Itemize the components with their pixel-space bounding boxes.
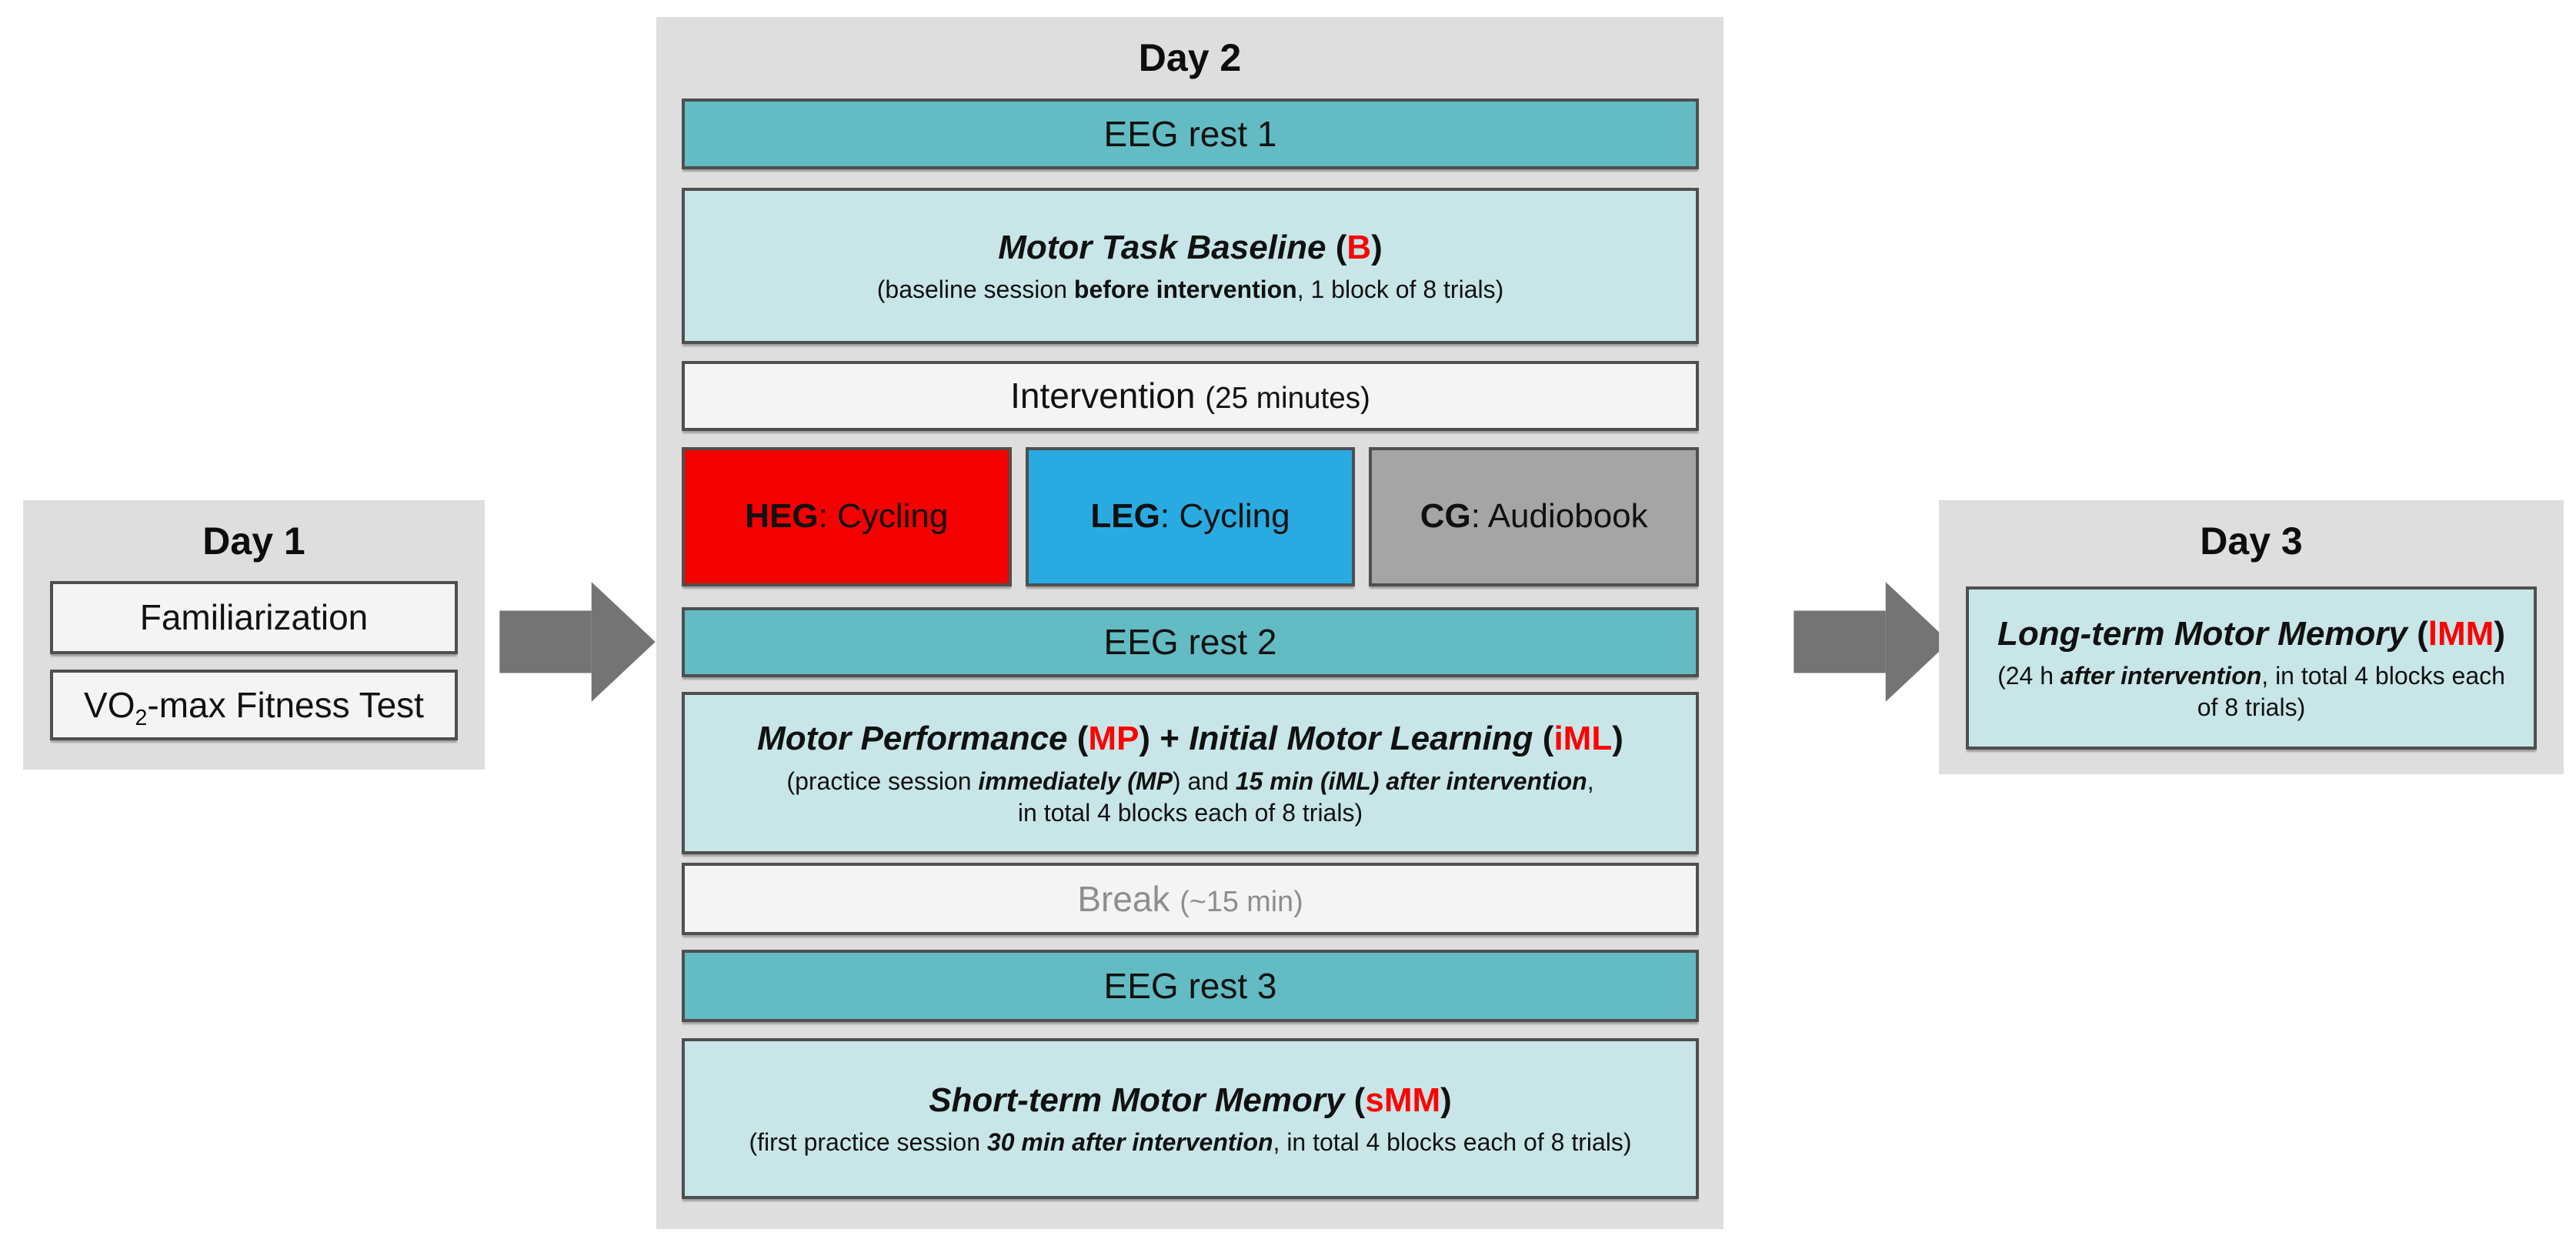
leg-cycling-box: LEG: Cycling	[1025, 447, 1356, 586]
long-term-motor-memory-subtitle-line1: (24 h after intervention, in total 4 blo…	[1997, 662, 2505, 690]
right-arrow-icon	[499, 582, 656, 702]
intervention-box: Intervention (25 minutes)	[682, 361, 1699, 431]
long-term-motor-memory-box: Long-term Motor Memory (lMM) (24 h after…	[1966, 586, 2537, 750]
long-term-motor-memory-subtitle-line2: of 8 trials)	[2197, 693, 2306, 722]
motor-task-baseline-title: Motor Task Baseline (B)	[998, 228, 1383, 266]
long-term-motor-memory-title: Long-term Motor Memory (lMM)	[1997, 614, 2505, 653]
break-box: Break (~15 min)	[682, 863, 1699, 935]
familiarization-box: Familiarization	[50, 581, 458, 654]
day2-panel: Day 2 EEG rest 1 Motor Task Baseline (B)…	[656, 17, 1723, 1229]
vo2max-fitness-test-label: VO2-max Fitness Test	[84, 684, 424, 730]
familiarization-label: Familiarization	[139, 597, 369, 638]
motor-task-baseline-subtitle: (baseline session before intervention, 1…	[876, 276, 1504, 304]
eeg-rest-2-label: EEG rest 2	[1103, 622, 1277, 663]
cg-audiobook-label: CG: Audiobook	[1420, 497, 1648, 536]
day3-title: Day 3	[2200, 519, 2303, 563]
motor-performance-iml-title: Motor Performance (MP) + Initial Motor L…	[757, 720, 1623, 758]
eeg-rest-1-box: EEG rest 1	[682, 99, 1699, 169]
short-term-motor-memory-box: Short-term Motor Memory (sMM) (first pra…	[682, 1038, 1699, 1199]
vo2max-fitness-test-box: VO2-max Fitness Test	[50, 670, 458, 740]
intervention-groups-row: HEG: Cycling LEG: Cycling CG: Audiobook	[682, 447, 1700, 586]
leg-cycling-label: LEG: Cycling	[1090, 497, 1290, 536]
day2-title: Day 2	[1138, 36, 1242, 79]
short-term-motor-memory-subtitle: (first practice session 30 min after int…	[749, 1128, 1632, 1157]
day3-panel: Day 3 Long-term Motor Memory (lMM) (24 h…	[1939, 500, 2564, 774]
short-term-motor-memory-title: Short-term Motor Memory (sMM)	[929, 1081, 1452, 1119]
motor-performance-iml-box: Motor Performance (MP) + Initial Motor L…	[682, 692, 1699, 854]
cg-audiobook-box: CG: Audiobook	[1369, 447, 1700, 586]
day1-title: Day 1	[202, 519, 305, 563]
eeg-rest-2-box: EEG rest 2	[682, 607, 1699, 677]
heg-cycling-box: HEG: Cycling	[682, 447, 1012, 586]
eeg-rest-3-label: EEG rest 3	[1103, 965, 1277, 1006]
right-arrow-icon	[1794, 582, 1950, 702]
eeg-rest-3-box: EEG rest 3	[682, 950, 1699, 1022]
motor-performance-iml-subtitle-line1: (practice session immediately (MP) and 1…	[786, 767, 1594, 795]
break-label: Break (~15 min)	[1077, 878, 1303, 919]
motor-performance-iml-subtitle-line2: in total 4 blocks each of 8 trials)	[1017, 798, 1363, 827]
eeg-rest-1-label: EEG rest 1	[1103, 113, 1277, 154]
intervention-label: Intervention (25 minutes)	[1010, 376, 1370, 416]
motor-task-baseline-box: Motor Task Baseline (B) (baseline sessio…	[682, 188, 1699, 344]
heg-cycling-label: HEG: Cycling	[745, 497, 949, 536]
day1-panel: Day 1 Familiarization VO2-max Fitness Te…	[23, 500, 485, 770]
